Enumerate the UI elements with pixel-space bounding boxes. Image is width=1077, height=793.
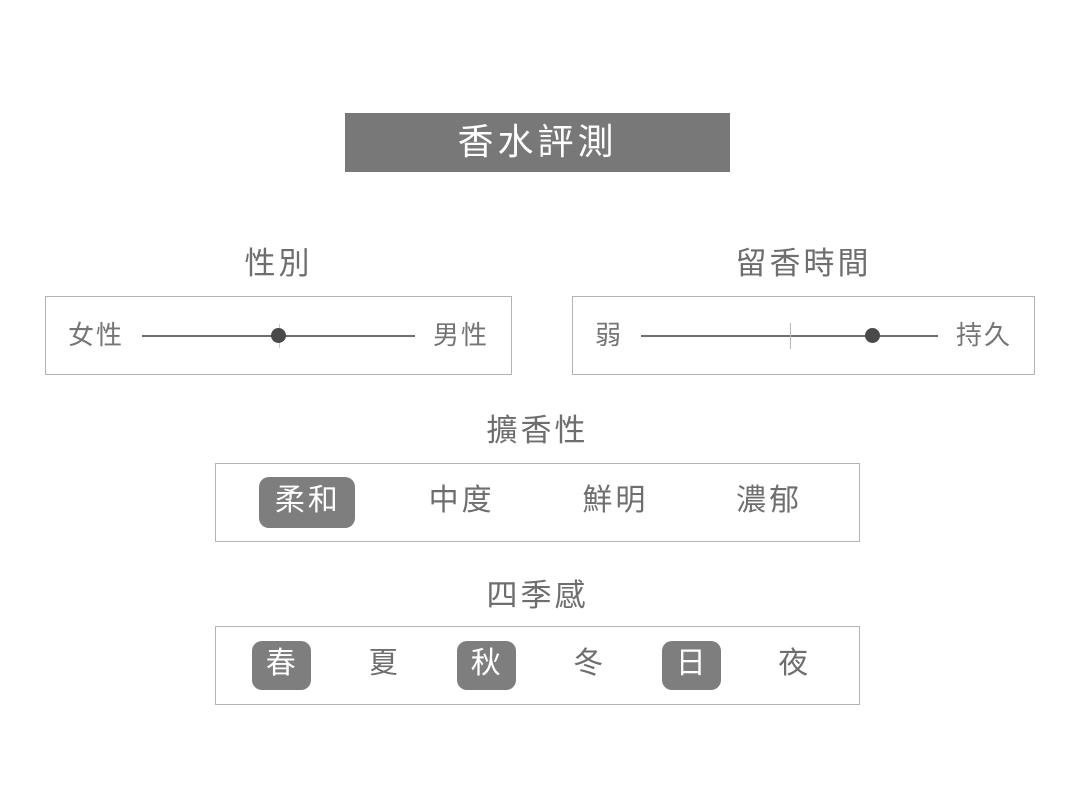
longevity-slider-midpoint-tick xyxy=(789,322,791,349)
longevity-section-label: 留香時間 xyxy=(735,246,872,282)
season-option-4[interactable]: 日 xyxy=(661,641,721,690)
season-options-panel: 春夏秋冬日夜 xyxy=(215,626,860,705)
season-option-2[interactable]: 秋 xyxy=(456,641,516,690)
sillage-option-3[interactable]: 濃郁 xyxy=(736,483,803,518)
season-option-3[interactable]: 冬 xyxy=(573,646,607,681)
season-option-5[interactable]: 夜 xyxy=(778,646,812,681)
season-option-1[interactable]: 夏 xyxy=(368,646,402,681)
sillage-options-panel: 柔和 中度 鮮明 濃郁 xyxy=(215,463,860,542)
longevity-left-label: 弱 xyxy=(595,320,624,351)
page-title: 香水評測 xyxy=(457,121,618,163)
longevity-slider-knob[interactable] xyxy=(865,328,881,343)
sillage-section-label: 擴香性 xyxy=(486,413,589,449)
gender-slider-track-area[interactable] xyxy=(142,323,415,349)
gender-right-label: 男性 xyxy=(432,320,489,351)
sillage-option-1[interactable]: 中度 xyxy=(428,483,495,518)
gender-slider-row: 女性 男性 xyxy=(46,297,511,374)
season-section-label: 四季感 xyxy=(486,578,589,614)
longevity-right-label: 持久 xyxy=(955,320,1012,351)
gender-slider-panel[interactable]: 女性 男性 xyxy=(45,296,512,375)
sillage-option-0[interactable]: 柔和 xyxy=(258,477,355,528)
gender-left-label: 女性 xyxy=(68,320,125,351)
longevity-slider-track-area[interactable] xyxy=(641,322,938,349)
longevity-slider-row: 弱 持久 xyxy=(573,297,1034,374)
season-option-0[interactable]: 春 xyxy=(251,641,311,690)
sillage-option-row: 柔和 中度 鮮明 濃郁 xyxy=(216,464,859,541)
season-option-row: 春夏秋冬日夜 xyxy=(216,627,859,704)
gender-slider-knob[interactable] xyxy=(271,328,286,343)
sillage-option-2[interactable]: 鮮明 xyxy=(582,483,649,518)
longevity-slider-panel[interactable]: 弱 持久 xyxy=(572,296,1035,375)
page-title-banner: 香水評測 xyxy=(345,113,730,172)
gender-section-label: 性別 xyxy=(244,246,313,282)
